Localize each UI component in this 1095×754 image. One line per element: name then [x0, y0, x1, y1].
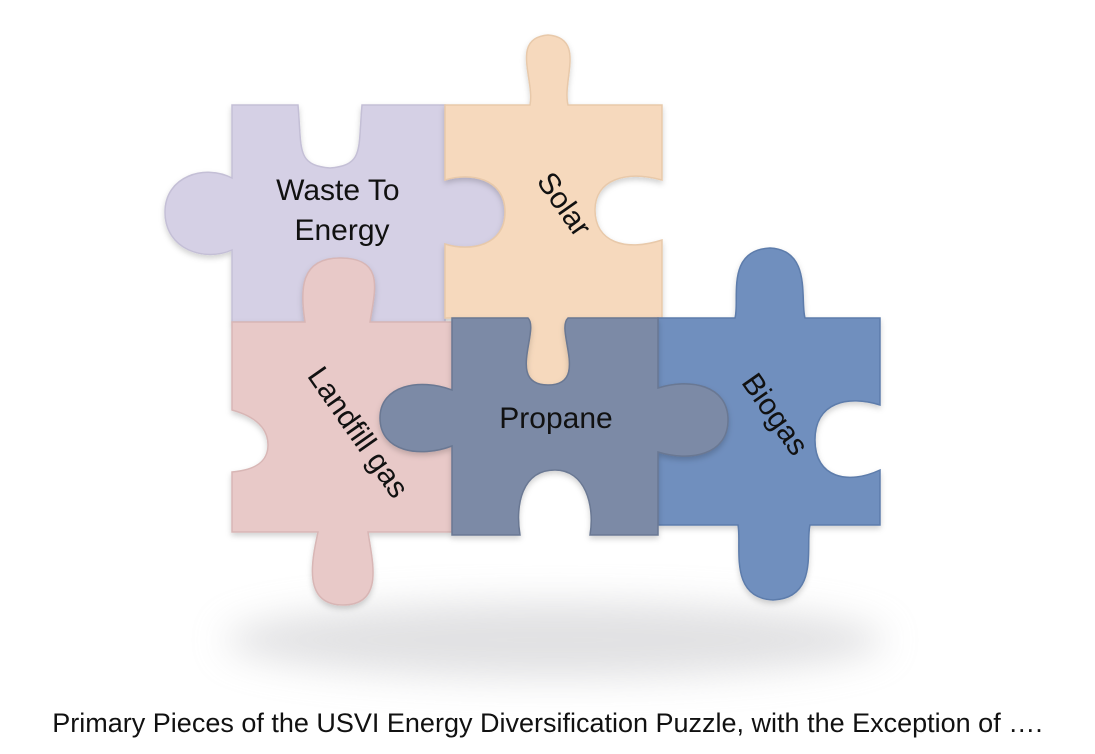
puzzle-piece-propane — [379, 317, 729, 536]
floor-shadow — [225, 602, 885, 678]
label-waste-line-1: Waste To — [276, 174, 399, 207]
label-propane: Propane — [499, 402, 612, 435]
caption: Primary Pieces of the USVI Energy Divers… — [52, 708, 1043, 738]
label-waste-line-2: Energy — [294, 214, 389, 247]
label-waste-to-energy: Waste To Energy — [276, 174, 408, 247]
